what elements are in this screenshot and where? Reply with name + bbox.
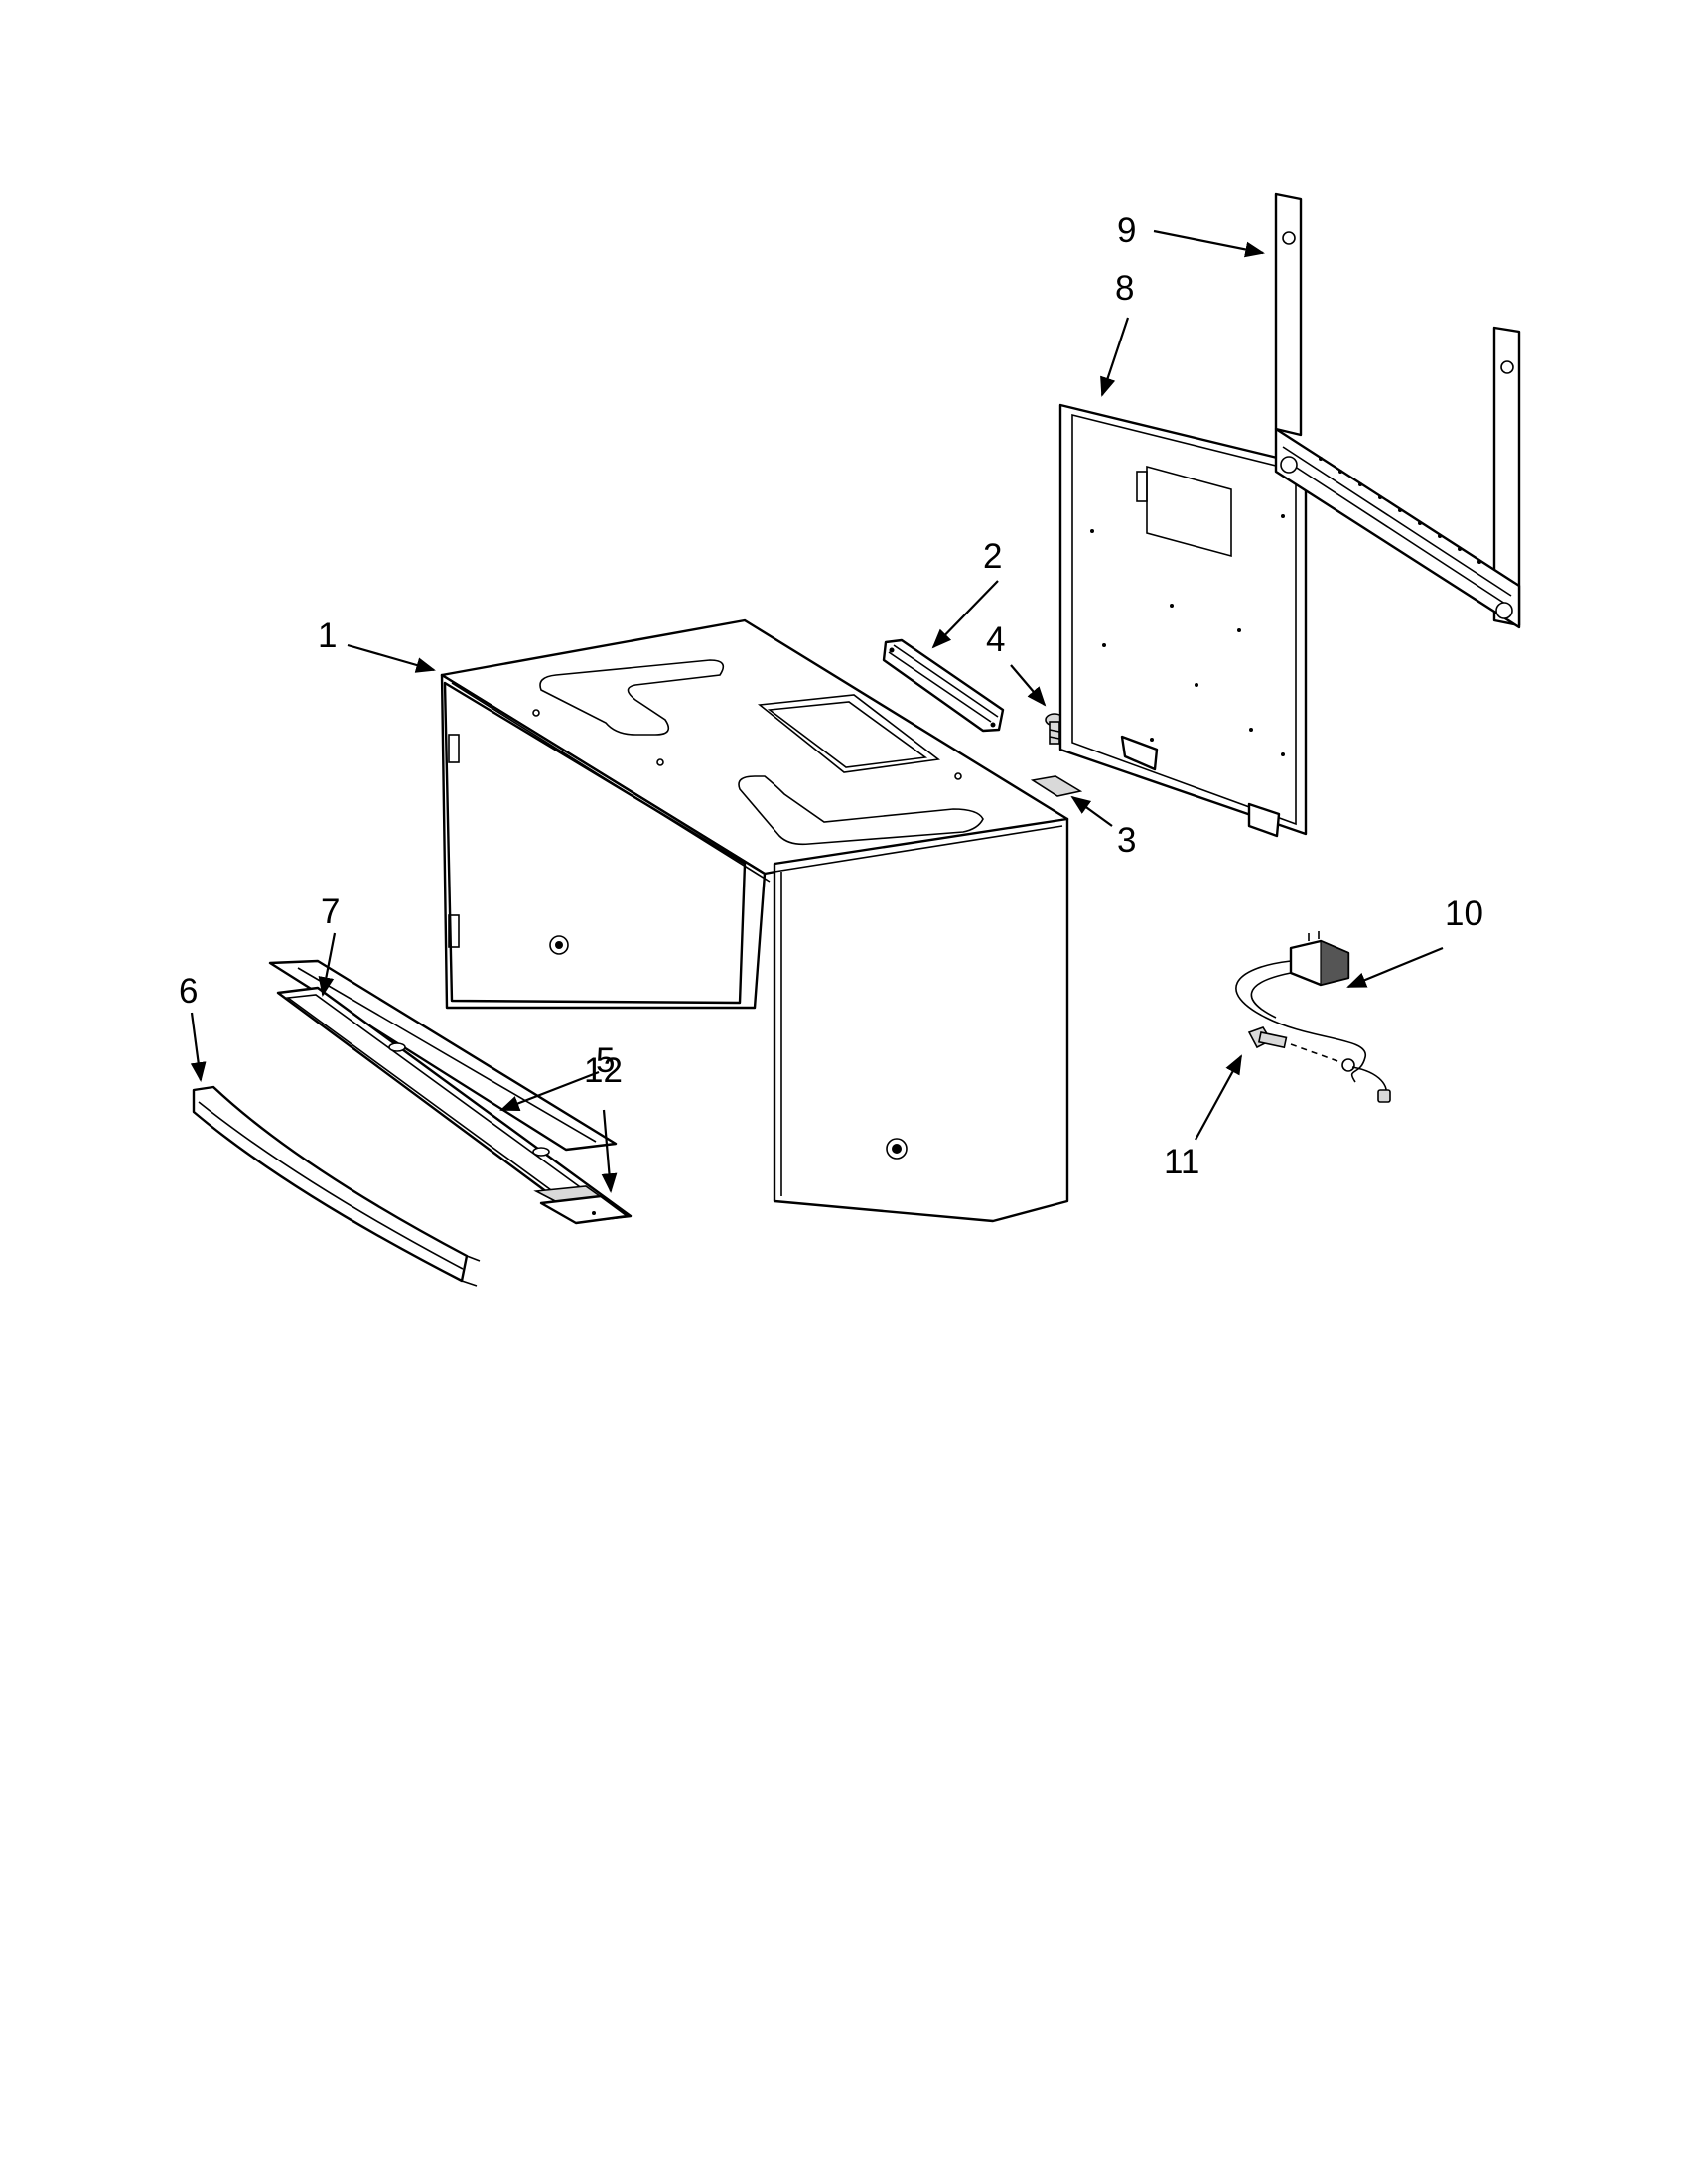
leader-5 (499, 1070, 600, 1112)
callout-6: 6 (179, 972, 198, 1011)
leader-12 (601, 1109, 618, 1193)
callout-5: 5 (596, 1041, 615, 1080)
callout-8: 8 (1115, 269, 1134, 308)
callout-4: 4 (986, 620, 1005, 659)
callout-10: 10 (1445, 894, 1483, 933)
part-11-ground-screw (1247, 1026, 1391, 1103)
leader-1 (347, 643, 436, 673)
part-9-mounting-plate (1274, 192, 1521, 629)
part-2-bracket (882, 638, 1005, 733)
leader-10 (1346, 946, 1444, 989)
callout-2: 2 (983, 537, 1002, 576)
leader-9 (1153, 229, 1265, 258)
callout-11: 11 (1164, 1143, 1199, 1181)
part-7-vent-grille (268, 959, 618, 1152)
callout-1: 1 (318, 616, 337, 655)
callout-9: 9 (1117, 211, 1136, 250)
part-1-cabinet-wrapper (440, 618, 1069, 1223)
leader-3 (1070, 795, 1113, 827)
part-8-back-panel (1058, 403, 1308, 838)
part-6-front-trim (192, 1085, 481, 1287)
leader-lines (190, 229, 1444, 1193)
leader-8 (1100, 317, 1130, 397)
callout-3: 3 (1117, 821, 1136, 860)
part-12-filter-clip (539, 1194, 630, 1225)
leader-11 (1195, 1054, 1242, 1141)
leader-4 (1010, 664, 1047, 707)
callout-12: 12 (584, 1051, 623, 1090)
leader-2 (931, 580, 999, 649)
leader-7 (318, 932, 337, 997)
callout-labels: 1 2 3 4 5 6 7 8 9 10 11 12 (179, 211, 1483, 1181)
callout-7: 7 (321, 892, 340, 931)
part-3-clip (1030, 775, 1083, 797)
leader-6 (190, 1012, 207, 1082)
